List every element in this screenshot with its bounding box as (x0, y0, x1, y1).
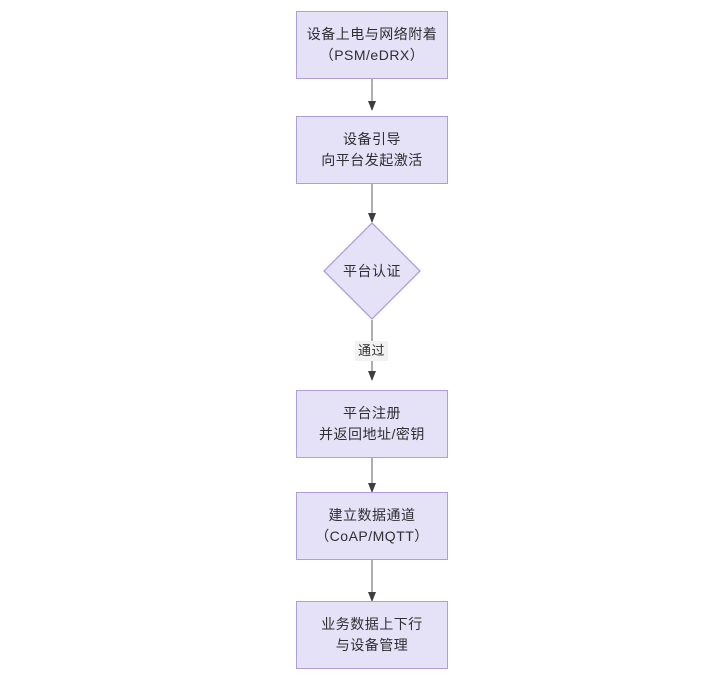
node-business-data-line2: 与设备管理 (335, 637, 409, 653)
diamond-shape-icon (323, 222, 421, 320)
node-data-channel[interactable]: 建立数据通道 （CoAP/MQTT） (296, 492, 448, 560)
node-bootstrap-line1: 设备引导 (343, 131, 401, 147)
node-data-channel-line2: （CoAP/MQTT） (315, 528, 429, 544)
node-bootstrap[interactable]: 设备引导 向平台发起激活 (296, 116, 448, 184)
node-data-channel-line1: 建立数据通道 (328, 507, 416, 523)
node-platform-auth[interactable]: 平台认证 (323, 222, 421, 320)
node-platform-register[interactable]: 平台注册 并返回地址/密钥 (296, 390, 448, 458)
node-platform-register-line2: 并返回地址/密钥 (319, 426, 425, 442)
edge-label-pass: 通过 (355, 341, 389, 361)
node-power-on[interactable]: 设备上电与网络附着 （PSM/eDRX） (296, 11, 448, 79)
node-platform-register-line1: 平台注册 (343, 405, 401, 421)
node-business-data[interactable]: 业务数据上下行 与设备管理 (296, 601, 448, 669)
node-business-data-line1: 业务数据上下行 (321, 616, 423, 632)
node-power-on-line1: 设备上电与网络附着 (306, 26, 438, 42)
node-platform-auth-label: 平台认证 (343, 262, 401, 279)
node-bootstrap-line2: 向平台发起激活 (321, 152, 423, 168)
node-power-on-line2: （PSM/eDRX） (319, 47, 425, 63)
